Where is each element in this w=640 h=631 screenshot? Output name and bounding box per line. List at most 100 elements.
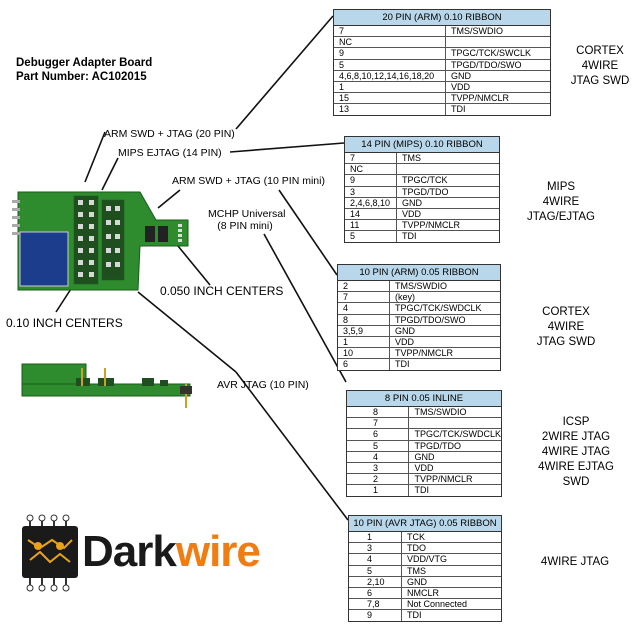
- side-label-cortex-10pin: CORTEX 4WIRE JTAG SWD: [521, 305, 611, 350]
- label-arm-20pin: ARM SWD + JTAG (20 PIN): [104, 128, 235, 140]
- side-line: MIPS: [546, 181, 576, 193]
- line-centers050-to-board: [177, 245, 211, 286]
- side-line: ICSP: [562, 416, 590, 428]
- pin-number: 9: [334, 47, 446, 60]
- pin-number: 1: [349, 532, 402, 544]
- pin-number: NC: [345, 163, 397, 176]
- pin-signal: TDI: [451, 104, 466, 115]
- line-arm20-to-table1: [235, 15, 334, 130]
- pin-signal: TDI: [414, 485, 429, 496]
- side-line: 4WIRE: [581, 60, 619, 72]
- pin-signal: TPGD/TDO: [396, 186, 499, 198]
- pin-number: 3: [349, 542, 402, 555]
- pin-number: 7: [345, 153, 397, 165]
- pin-number: 2,4,6,8,10: [345, 197, 397, 210]
- side-line: 4WIRE JTAG: [540, 556, 610, 568]
- pin-signal: GND: [401, 576, 501, 589]
- darkwire-logo-text: Darkwire: [82, 528, 261, 576]
- pin-number: 2: [338, 281, 390, 293]
- pin-number: 5: [349, 565, 402, 577]
- pin-table-header: 14 PIN (MIPS) 0.10 RIBBON: [345, 137, 499, 153]
- pin-number: 7,8: [349, 598, 402, 611]
- pin-signal: TVPP/NMCLR: [389, 347, 500, 360]
- board-part-number: Part Number: AC102015: [16, 71, 147, 83]
- pin-number: 9: [345, 174, 397, 187]
- pin-number: 15: [334, 92, 446, 105]
- pin-signal: TMS/SWDIO: [389, 281, 500, 293]
- label-mchp-line1: MCHP Universal: [208, 208, 286, 220]
- side-line: JTAG SWD: [570, 75, 630, 87]
- pin-number: 1: [347, 484, 410, 496]
- pin-signal: Not Connected: [401, 598, 501, 611]
- label-arm-10pin-mini: ARM SWD + JTAG (10 PIN mini): [172, 175, 325, 187]
- side-line: 2WIRE JTAG: [541, 431, 611, 443]
- pin-number: 4: [338, 302, 390, 315]
- line-mips14-to-board: [101, 157, 119, 191]
- pin-number: 3,5,9: [338, 325, 390, 338]
- label-mips-14pin: MIPS EJTAG (14 PIN): [118, 147, 222, 159]
- label-050-inch-centers: 0.050 INCH CENTERS: [160, 284, 284, 298]
- line-avr-to-table5: [235, 371, 349, 521]
- line-avr-to-board: [137, 291, 237, 373]
- side-label-icsp: ICSP 2WIRE JTAG 4WIRE JTAG 4WIRE EJTAG S…: [526, 415, 626, 490]
- side-line: 4WIRE: [542, 196, 580, 208]
- side-line: 4WIRE JTAG: [541, 446, 611, 458]
- connector-10pin-mini: [145, 226, 155, 242]
- pin-number: 14: [345, 208, 397, 221]
- pin-table-header: 20 PIN (ARM) 0.10 RIBBON: [334, 10, 550, 26]
- pin-signal: TVPP/NMCLR: [396, 219, 499, 232]
- pin-signal: TVPP/NMCLR: [445, 92, 550, 105]
- pin-signal: TPGC/TCK: [396, 174, 499, 187]
- pin-signal: TMS/SWDIO: [408, 407, 501, 419]
- pin-signal: TVPP/NMCLR: [408, 473, 501, 486]
- pin-signal: VDD: [396, 208, 499, 221]
- pin-number: 7: [334, 26, 446, 38]
- line-arm10-to-table3: [278, 189, 338, 276]
- pin-number: 10: [338, 347, 390, 360]
- pin-signal: VDD/VTG: [401, 553, 501, 566]
- pin-number: 5: [345, 230, 397, 242]
- pin-number: 7: [338, 291, 390, 304]
- label-mchp-line2: (8 PIN mini): [217, 220, 273, 232]
- side-line: CORTEX: [576, 45, 624, 57]
- pin-signal: VDD: [389, 336, 500, 349]
- label-mchp-universal: MCHP Universal (8 PIN mini): [208, 208, 286, 232]
- pin-number: 1: [334, 81, 446, 94]
- pin-number: 13: [334, 103, 446, 115]
- side-line: 4WIRE: [547, 321, 585, 333]
- side-label-cortex-20pin: CORTEX 4WIRE JTAG SWD: [560, 44, 640, 89]
- pin-signal: [445, 36, 550, 49]
- pin-number: 3: [345, 186, 397, 198]
- pin-number: NC: [334, 36, 446, 49]
- pin-number: 5: [347, 440, 410, 452]
- board-title: Debugger Adapter Board Part Number: AC10…: [16, 56, 152, 84]
- pin-signal: TPGC/TCK/SWDCLK: [389, 302, 500, 315]
- pin-number: 1: [338, 336, 390, 349]
- pin-signal: VDD: [408, 462, 501, 475]
- side-line: 4WIRE EJTAG: [538, 461, 614, 473]
- board-label-pad: [19, 231, 69, 287]
- pin-signal: TPGD/TDO/SWO: [445, 59, 550, 71]
- line-arm20-to-board: [84, 131, 106, 183]
- pin-signal: GND: [445, 70, 550, 83]
- pin-number: 3: [347, 462, 410, 475]
